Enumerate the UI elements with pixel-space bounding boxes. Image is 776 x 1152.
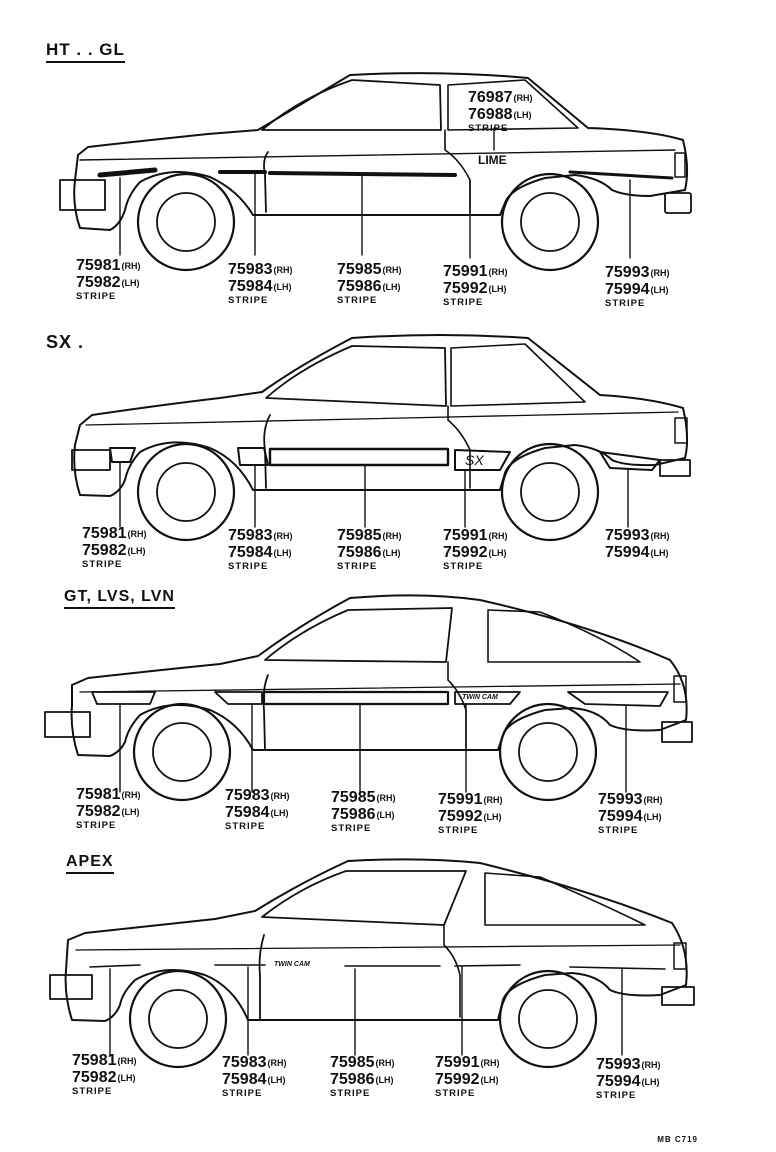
- callout-quarter-stripe: 75991(RH) 75992(LH) STRIPE: [438, 791, 503, 836]
- callout-fender-rear-stripe: 75983(RH) 75984(LH) STRIPE: [228, 527, 293, 572]
- emblem-label: TWIN CAM: [462, 694, 498, 701]
- car-illustration-notchback: [59, 72, 692, 272]
- panel-ht-gl: HT . . GL LIME 76987(RH) 76988(LH) STRIP…: [0, 0, 776, 320]
- panel-title: APEX: [66, 853, 114, 874]
- panel-title: HT . . GL: [46, 40, 125, 63]
- callout-front-fender-stripe: 75981(RH) 75982(LH) STRIPE: [76, 257, 141, 302]
- panel-title: GT, LVS, LVN: [64, 588, 175, 609]
- emblem-label: LIME: [478, 153, 507, 167]
- callout-rear-stripe: 75993(RH) 75994(LH) STRIPE: [598, 791, 663, 836]
- callout-door-stripe: 75985(RH) 75986(LH) STRIPE: [337, 261, 402, 306]
- callout-front-fender-stripe: 75981(RH) 75982(LH) STRIPE: [72, 1052, 137, 1097]
- panel-title: SX .: [46, 332, 85, 352]
- callout-door-stripe: 75985(RH) 75986(LH) STRIPE: [337, 527, 402, 572]
- callout-front-fender-stripe: 75981(RH) 75982(LH) STRIPE: [82, 525, 147, 570]
- callout-upper-stripe: 76987(RH) 76988(LH) STRIPE: [468, 89, 533, 134]
- callout-door-stripe: 75985(RH) 75986(LH) STRIPE: [330, 1054, 395, 1099]
- panel-apex: APEX TWIN CAM 75981(RH) 75982(LH) STRIPE…: [0, 845, 776, 1152]
- panel-gt-lvs-lvn: GT, LVS, LVN TWIN CAM 75981(RH) 75982(LH…: [0, 580, 776, 850]
- callout-rear-stripe: 75993(RH) 75994(LH): [605, 527, 670, 561]
- callout-quarter-stripe: 75991(RH) 75992(LH) STRIPE: [435, 1054, 500, 1099]
- callout-quarter-stripe: 75991(RH) 75992(LH) STRIPE: [443, 527, 508, 572]
- callout-fender-rear-stripe: 75983(RH) 75984(LH) STRIPE: [222, 1054, 287, 1099]
- car-illustration-apex: [49, 858, 695, 1069]
- car-illustration-liftback: [44, 594, 693, 802]
- emblem-label: TWIN CAM: [274, 961, 310, 968]
- callout-front-fender-stripe: 75981(RH) 75982(LH) STRIPE: [76, 786, 141, 831]
- callout-fender-rear-stripe: 75983(RH) 75984(LH) STRIPE: [225, 787, 290, 832]
- car-illustration-sx: [71, 334, 691, 542]
- callout-door-stripe: 75985(RH) 75986(LH) STRIPE: [331, 789, 396, 834]
- diagram-code: MB C719: [657, 1135, 698, 1144]
- emblem-label: SX: [465, 452, 484, 468]
- callout-rear-stripe: 75993(RH) 75994(LH) STRIPE: [596, 1056, 661, 1101]
- callout-quarter-stripe: 75991(RH) 75992(LH) STRIPE: [443, 263, 508, 308]
- panel-sx: SX . SX 75981(RH) 75982(LH) STRIPE 75983…: [0, 320, 776, 590]
- callout-fender-rear-stripe: 75983(RH) 75984(LH) STRIPE: [228, 261, 293, 306]
- callout-rear-stripe: 75993(RH) 75994(LH) STRIPE: [605, 264, 670, 309]
